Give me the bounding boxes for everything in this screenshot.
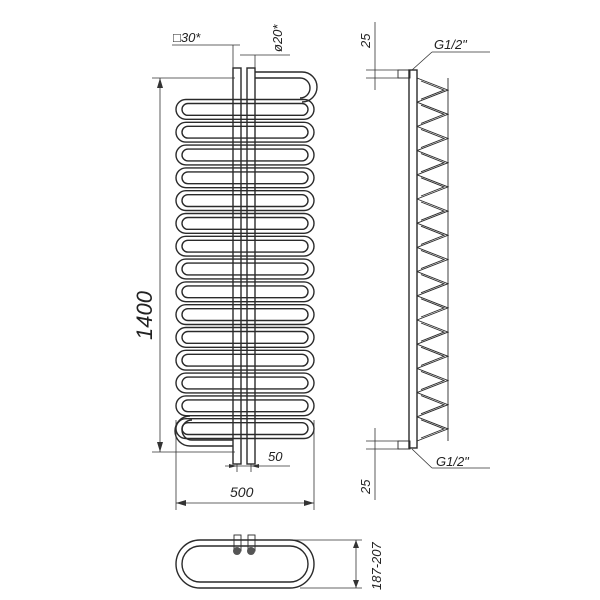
width-label: 500: [230, 484, 254, 500]
tube-loop-outer: [175, 349, 315, 371]
tube-loop-outer: [175, 395, 315, 417]
diameter-label: ø20*: [270, 24, 285, 52]
side-zigzag-segment: [420, 225, 446, 245]
right-collector-pipe: [246, 67, 256, 465]
tube-loop-inner: [181, 308, 309, 322]
spacing-arrow-left: [229, 464, 237, 468]
tube-loop-outer: [175, 212, 315, 234]
side-zigzag-segment: [420, 322, 446, 342]
tube-loop-inner: [181, 353, 309, 367]
tube-loop-inner: [181, 399, 309, 413]
side-zigzag-segment: [420, 177, 446, 197]
tube-loop-inner: [181, 102, 309, 117]
side-collector: [408, 69, 418, 449]
thread-bottom-label: G1/2": [436, 454, 470, 469]
top-view-outer: [175, 539, 315, 589]
tube-loop-outer: [175, 258, 315, 280]
height-label: 1400: [132, 290, 157, 340]
depth-arrow-top: [353, 540, 359, 548]
front-view: 1400 500 50 □30* ø20*: [132, 24, 318, 510]
top-view: 187-207: [175, 534, 384, 590]
tube-loop-inner: [181, 422, 309, 436]
top-view-inner: [181, 545, 309, 583]
tube-loop-outer: [175, 167, 315, 189]
thread-top-leader: [411, 51, 433, 71]
spacing-arrow-right: [251, 464, 259, 468]
tube-loop-outer: [175, 144, 315, 166]
top-offset-label: 25: [358, 33, 373, 49]
square-section-label: □30*: [173, 30, 201, 45]
top-view-connector-right: [247, 547, 255, 555]
thread-top-label: G1/2": [434, 37, 468, 52]
tube-loop-outer: [175, 235, 315, 257]
tube-loop-inner: [181, 148, 309, 162]
tube-loop-outer: [175, 189, 315, 212]
width-arrow-right: [304, 500, 314, 506]
tube-loop-inner: [181, 262, 309, 276]
side-zigzag-segment: [420, 104, 446, 124]
tube-loop-inner: [181, 171, 309, 185]
side-view: 25 25 G1/2" G1/2": [358, 22, 490, 500]
side-zigzag-segment: [420, 249, 446, 270]
side-zigzag-segment: [420, 395, 446, 415]
height-arrow-bottom: [157, 442, 163, 452]
height-arrow-top: [157, 78, 163, 88]
depth-label: 187-207: [369, 542, 384, 590]
bottom-return-bend: [174, 415, 233, 447]
side-zigzag-segment: [420, 298, 446, 318]
tube-loop-outer: [175, 98, 315, 120]
tube-loop-outer: [175, 326, 315, 348]
tube-loop-inner: [181, 285, 309, 299]
left-collector-pipe: [232, 67, 242, 465]
side-zigzag-tubes: [416, 77, 450, 442]
tube-loop-inner: [181, 193, 309, 208]
side-zigzag-segment: [420, 153, 446, 173]
width-arrow-left: [176, 500, 186, 506]
top-view-connector-left: [233, 547, 241, 555]
side-zigzag-segment: [420, 346, 446, 366]
tube-loop-outer: [175, 418, 315, 440]
tube-loop-outer: [175, 121, 315, 143]
tube-loops: [175, 98, 315, 440]
side-zigzag-segment: [420, 419, 446, 439]
bottom-offset-label: 25: [358, 479, 373, 495]
tube-loop-outer: [175, 304, 315, 326]
tube-loop-inner: [181, 330, 309, 345]
bottom-connection: [397, 440, 411, 450]
tube-loop-inner: [181, 216, 309, 231]
top-return-bend: [255, 71, 318, 103]
side-zigzag-segment: [420, 201, 446, 221]
tube-loop-inner: [181, 376, 309, 390]
side-zigzag-segment: [420, 274, 446, 294]
tube-loop-outer: [175, 281, 315, 303]
depth-arrow-bottom: [353, 580, 359, 588]
top-connection: [397, 69, 411, 79]
spacing-label: 50: [268, 449, 283, 464]
tube-loop-inner: [181, 239, 309, 253]
side-zigzag-segment: [420, 128, 446, 149]
tube-loop-inner: [181, 125, 309, 139]
side-zigzag-segment: [420, 370, 446, 391]
thread-bottom-leader: [411, 448, 433, 469]
side-zigzag-segment: [420, 80, 446, 100]
tube-loop-outer: [175, 372, 315, 394]
